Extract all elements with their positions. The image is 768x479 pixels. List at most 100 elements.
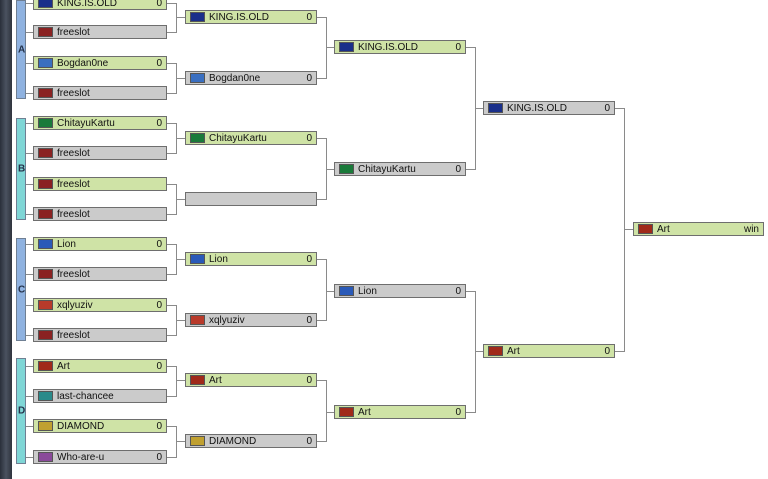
connector-line [475, 351, 483, 352]
score: 0 [306, 11, 312, 23]
score: 0 [306, 132, 312, 144]
connector-line [176, 426, 177, 458]
score: 0 [156, 451, 162, 463]
bracket-slot[interactable]: freeslot [33, 86, 167, 100]
connector-line [326, 291, 334, 292]
group-bar: A [16, 0, 26, 99]
side-strip [0, 0, 12, 479]
bracket-slot[interactable]: freeslot [33, 25, 167, 39]
connector-line [167, 184, 176, 185]
connector-line [615, 108, 624, 109]
flag-icon [38, 239, 53, 249]
connector-line [317, 138, 326, 139]
connector-line [26, 457, 33, 458]
bracket-slot[interactable]: freeslot [33, 177, 167, 191]
bracket-slot[interactable]: Art win [633, 222, 764, 236]
connector-line [26, 305, 33, 306]
group-bar: B [16, 118, 26, 220]
connector-line [26, 274, 33, 275]
connector-line [317, 199, 326, 200]
score: 0 [306, 374, 312, 386]
connector-line [176, 78, 185, 79]
bracket-slot[interactable]: Art 0 [185, 373, 317, 387]
player-name: Bogdan0ne [209, 72, 261, 84]
flag-icon [38, 391, 53, 401]
player-name: Who-are-u [57, 451, 105, 463]
flag-icon [38, 118, 53, 128]
flag-icon [190, 375, 205, 385]
player-name: Bogdan0ne [57, 57, 109, 69]
score: win [743, 223, 759, 235]
connector-line [167, 274, 176, 275]
player-name: KING.IS.OLD [57, 0, 118, 9]
connector-line [317, 320, 326, 321]
bracket-slot[interactable]: last-chancee [33, 389, 167, 403]
bracket-slot[interactable]: DIAMOND 0 [33, 419, 167, 433]
player-name: freeslot [57, 87, 90, 99]
flag-icon [38, 27, 53, 37]
bracket-slot[interactable] [185, 192, 317, 206]
connector-line [317, 78, 326, 79]
player-name: DIAMOND [209, 435, 257, 447]
connector-line [167, 457, 176, 458]
group-bar: C [16, 238, 26, 341]
group-label: D [18, 405, 26, 417]
connector-line [26, 3, 33, 4]
player-name: ChitayuKartu [57, 117, 115, 129]
score: 0 [455, 285, 461, 297]
connector-line [26, 426, 33, 427]
connector-line [317, 441, 326, 442]
flag-icon [38, 179, 53, 189]
player-name: Art [209, 374, 222, 386]
connector-line [176, 366, 177, 397]
player-name: xqlyuziv [209, 314, 245, 326]
player-name: KING.IS.OLD [507, 102, 568, 114]
flag-icon [339, 407, 354, 417]
score: 0 [306, 314, 312, 326]
bracket-slot[interactable]: KING.IS.OLD 0 [33, 0, 167, 10]
score: 0 [306, 72, 312, 84]
flag-icon [38, 88, 53, 98]
connector-line [26, 32, 33, 33]
connector-line [167, 93, 176, 94]
connector-line [26, 335, 33, 336]
player-name: Art [358, 406, 371, 418]
bracket-slot[interactable]: freeslot [33, 207, 167, 221]
connector-line [26, 244, 33, 245]
connector-line [167, 123, 176, 124]
player-name: Lion [57, 238, 76, 250]
score: 0 [156, 299, 162, 311]
group-label: A [18, 44, 26, 55]
score: 0 [156, 0, 162, 9]
score: 0 [156, 420, 162, 432]
bracket-slot[interactable]: freeslot [33, 267, 167, 281]
bracket-slot[interactable]: xqlyuziv 0 [185, 313, 317, 327]
player-name: DIAMOND [57, 420, 105, 432]
connector-line [167, 335, 176, 336]
player-name: Art [657, 223, 670, 235]
flag-icon [190, 133, 205, 143]
connector-line [176, 441, 185, 442]
connector-line [26, 153, 33, 154]
bracket-slot[interactable]: freeslot [33, 328, 167, 342]
bracket-slot[interactable]: Bogdan0ne 0 [185, 71, 317, 85]
bracket-slot[interactable]: Who-are-u 0 [33, 450, 167, 464]
connector-line [466, 169, 475, 170]
connector-line [326, 169, 334, 170]
bracket-slot[interactable]: freeslot [33, 146, 167, 160]
